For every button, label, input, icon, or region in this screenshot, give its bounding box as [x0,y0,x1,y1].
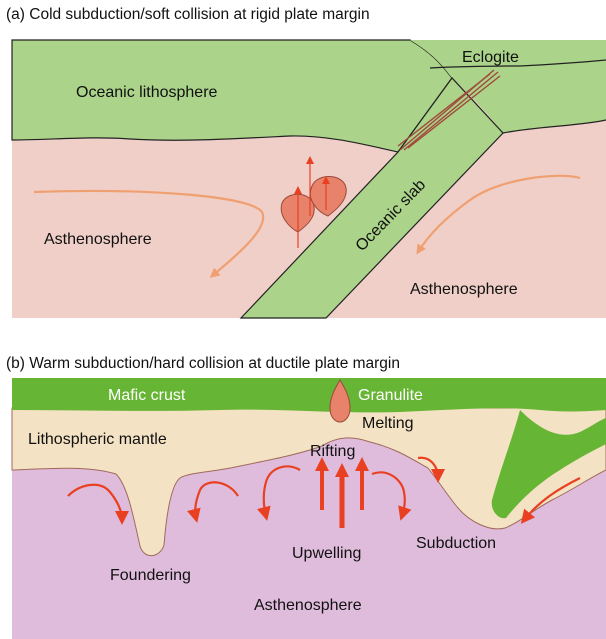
rifting-label: Rifting [310,443,355,460]
asthenosphere-left-label: Asthenosphere [44,231,152,248]
melting-label: Melting [362,415,414,432]
foundering-label: Foundering [110,567,191,584]
panel-a: (a) Cold subduction/soft collision at ri… [6,6,606,318]
mafic-crust [12,378,606,412]
eclogite-label: Eclogite [462,49,519,66]
granulite-label: Granulite [358,387,423,404]
subduction-label: Subduction [416,535,496,552]
asthenosphere-label: Asthenosphere [254,597,362,614]
panel-a-title: (a) Cold subduction/soft collision at ri… [6,6,370,23]
asthenosphere-right-label: Asthenosphere [410,281,518,298]
mafic-crust-label: Mafic crust [108,387,186,404]
upwelling-label: Upwelling [292,545,361,562]
panel-b: (b) Warm subduction/hard collision at du… [6,355,606,639]
panel-b-title: (b) Warm subduction/hard collision at du… [6,355,400,372]
lithospheric-mantle-label: Lithospheric mantle [28,431,167,448]
oceanic-lithosphere-label: Oceanic lithosphere [76,84,218,101]
